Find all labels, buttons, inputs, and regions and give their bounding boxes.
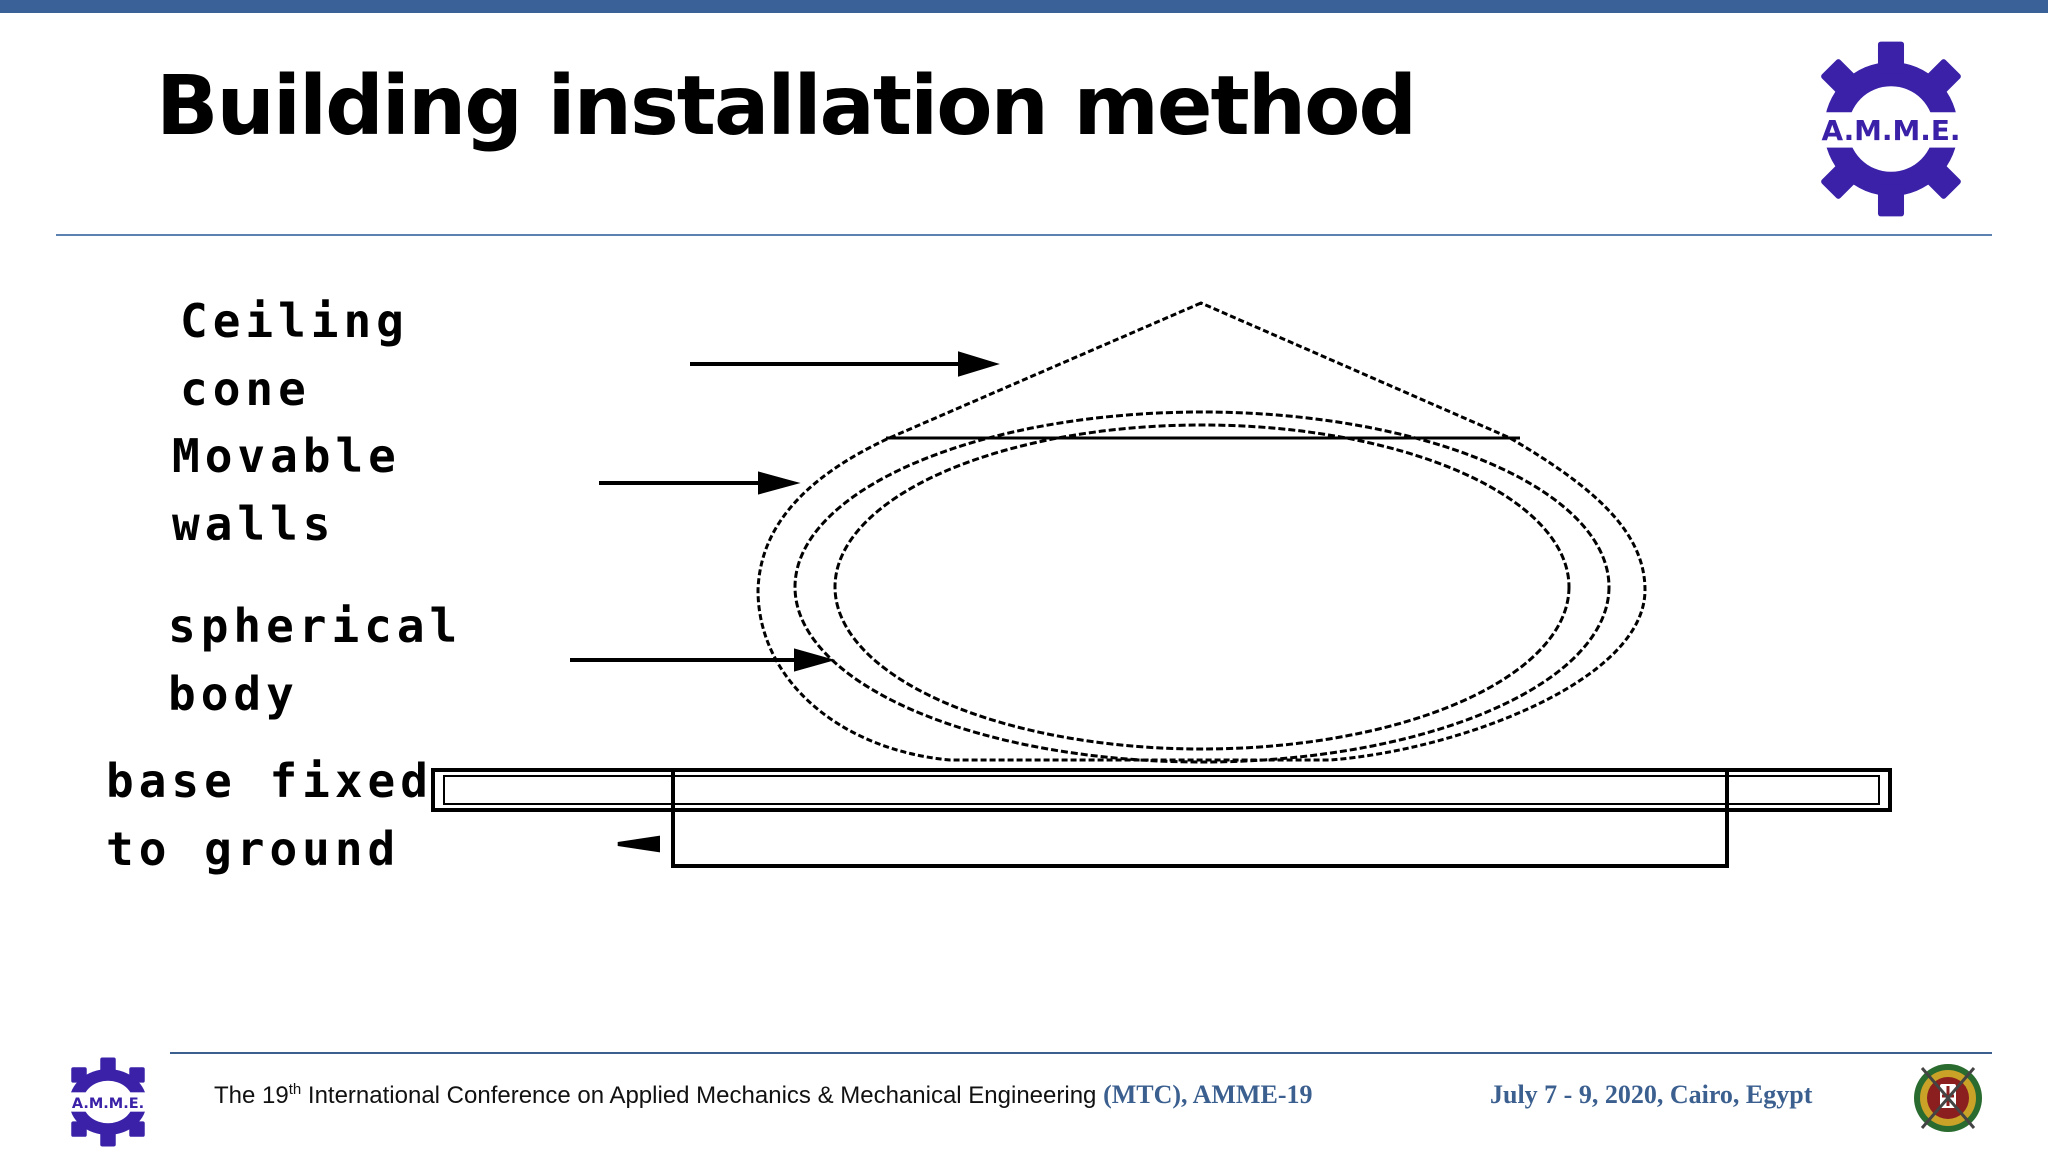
- top-accent-bar: [0, 0, 2048, 13]
- footer-conference-sup: th: [288, 1081, 302, 1098]
- label-ceiling-cone: Ceiling cone: [180, 294, 409, 416]
- spherical-body-ellipse: [833, 423, 1571, 751]
- footer-conference-prefix: The 19: [214, 1082, 289, 1109]
- amme-gear-logo-small: A.M.M.E.: [51, 1057, 165, 1147]
- base-platform-inner: [443, 775, 1880, 805]
- university-seal-icon: [1914, 1064, 1982, 1132]
- footer-conference-accent: (MTC), AMME-19: [1103, 1080, 1313, 1109]
- base-foundation: [671, 768, 1729, 868]
- footer-conference-name: International Conference on Applied Mech…: [301, 1082, 1104, 1109]
- logo-small-text: A.M.M.E.: [72, 1096, 144, 1112]
- movable-walls-ring: [793, 410, 1611, 764]
- footer-divider: [170, 1052, 1992, 1054]
- label-movable-walls: Movable walls: [172, 429, 401, 551]
- slide-title: Building installation method: [156, 59, 1417, 154]
- ceiling-cone-shape: [756, 301, 1647, 762]
- installation-diagram: Ceiling cone Movable walls spherical bod…: [0, 240, 2048, 1040]
- label-spherical-body: spherical body: [168, 599, 463, 721]
- label-base-fixed: base fixed to ground: [106, 754, 433, 876]
- title-divider: [56, 234, 1992, 236]
- amme-gear-logo: A.M.M.E.: [1801, 41, 1981, 217]
- footer-conference: The 19th International Conference on App…: [214, 1080, 1312, 1110]
- logo-text: A.M.M.E.: [1821, 114, 1960, 147]
- footer-date-location: July 7 - 9, 2020, Cairo, Egypt: [1490, 1080, 1813, 1109]
- diagram-drawing: [431, 301, 1892, 868]
